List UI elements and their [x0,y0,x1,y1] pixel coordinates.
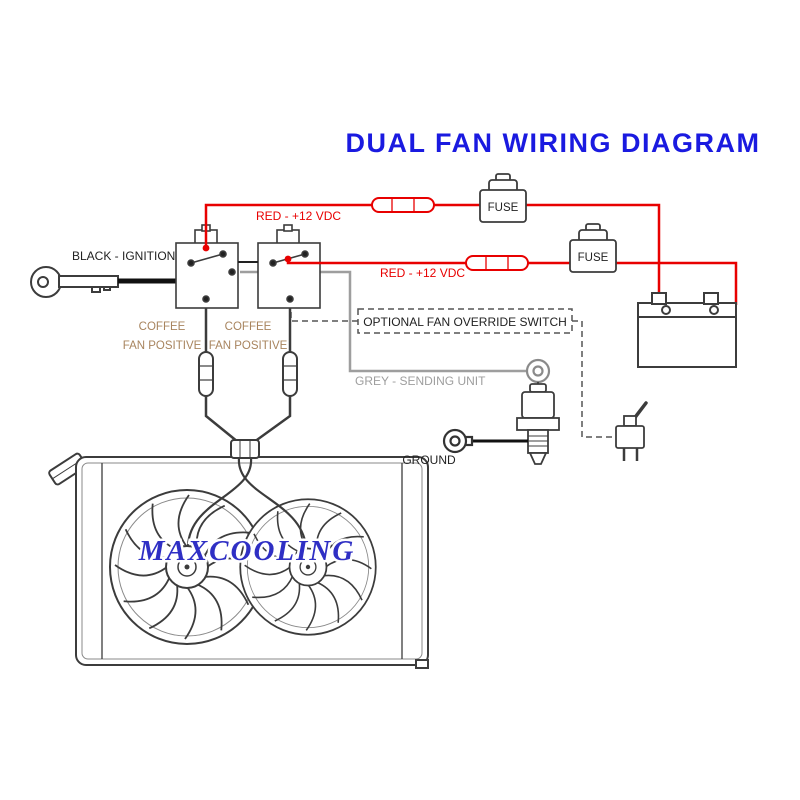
inline-connector-red-2 [465,255,529,271]
inline-connector-red-1 [371,197,435,213]
radiator-drain-plug [415,659,429,669]
label-coffee-1-line2: FAN POSITIVE [123,340,202,352]
fan-harness-connector [230,439,260,459]
relay-1-positive-pin [202,244,210,252]
fan-right [239,498,377,636]
label-fuse-1: FUSE [488,202,519,214]
fuse-2 [569,223,617,273]
diagram-title: DUAL FAN WIRING DIAGRAM [346,128,761,158]
thermal-switch [516,382,560,465]
label-coffee-1-line1: COFFEE [139,321,186,333]
label-coffee-2-line1: COFFEE [225,321,272,333]
label-ground: GROUND [402,453,456,467]
battery [637,292,737,368]
brand-text: MAXCOOLING [138,535,356,567]
inline-connector-coffee-2 [282,351,298,397]
relay-1 [175,224,239,309]
fan-lead-wires [186,457,308,547]
label-red-mid: RED - +12 VDC [380,266,465,280]
inline-connector-coffee-1 [198,351,214,397]
fuse-1 [479,173,527,223]
label-grey-sending: GREY - SENDING UNIT [355,374,486,388]
coffee-wire-2 [253,308,292,444]
label-override-switch: OPTIONAL FAN OVERRIDE SWITCH [363,315,567,329]
relay-2 [257,224,321,309]
ignition-key [30,266,119,298]
ground-ring-terminal [442,428,474,454]
relay-2-positive-pin [284,255,292,263]
label-fuse-2: FUSE [578,252,609,264]
label-black-ignition: BLACK - IGNITION [72,249,175,263]
label-coffee-2-line2: FAN POSITIVE [209,340,288,352]
sending-ring-terminal [525,358,551,384]
toggle-switch [615,401,648,461]
coffee-wire-1 [204,308,239,443]
label-red-top: RED - +12 VDC [256,209,341,223]
